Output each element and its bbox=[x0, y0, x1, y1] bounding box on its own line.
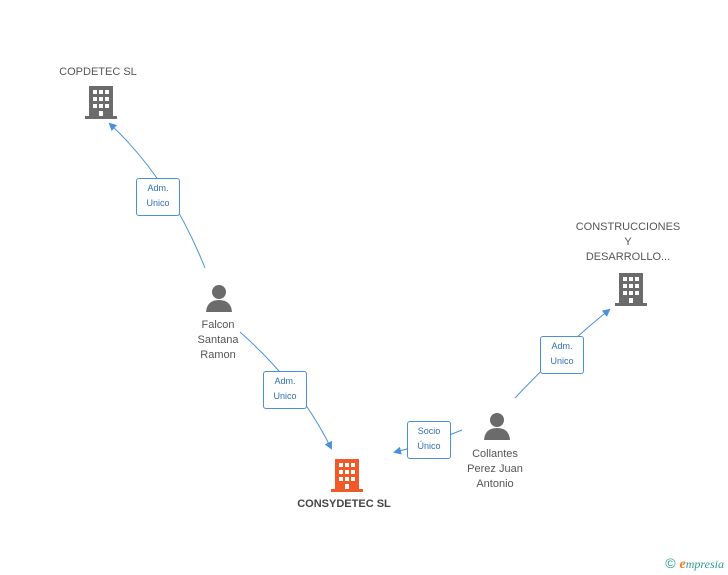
brand-name: mpresia bbox=[685, 557, 724, 571]
badge-line: Adm. bbox=[147, 183, 169, 193]
person-icon[interactable] bbox=[482, 411, 512, 441]
label-line: Antonio bbox=[476, 478, 514, 490]
badge-line: Adm. bbox=[274, 376, 296, 386]
node-label-consydetec[interactable]: CONSYDETEC SL bbox=[297, 498, 391, 510]
node-label-copdetec[interactable]: COPDETEC SL bbox=[59, 66, 137, 78]
label-line: Santana bbox=[197, 334, 239, 346]
label-line: CONSTRUCCIONES bbox=[575, 221, 681, 233]
badge-line: Único bbox=[417, 441, 441, 451]
node-label-collantes[interactable]: Collantes Perez Juan Antonio bbox=[450, 447, 540, 492]
badge-line: Adm. bbox=[551, 341, 573, 351]
node-label-construcciones[interactable]: CONSTRUCCIONES Y DESARROLLO... bbox=[568, 220, 688, 265]
node-label-falcon[interactable]: Falcon Santana Ramon bbox=[176, 318, 260, 363]
edge-badge-collantes-construcciones[interactable]: Adm. Unico bbox=[540, 336, 584, 374]
badge-line: Unico bbox=[550, 356, 574, 366]
label-line: DESARROLLO... bbox=[585, 251, 671, 263]
edge-badge-collantes-consydetec[interactable]: Socio Único bbox=[407, 421, 451, 459]
label-line: Ramon bbox=[200, 349, 236, 361]
badge-line: Socio bbox=[417, 426, 441, 436]
edge-badge-falcon-consydetec[interactable]: Adm. Unico bbox=[263, 371, 307, 409]
edge-badge-falcon-copdetec[interactable]: Adm. Unico bbox=[136, 178, 180, 216]
label-line: Perez Juan bbox=[467, 463, 523, 475]
brand-initial: e bbox=[679, 557, 686, 572]
label-line: Collantes bbox=[472, 448, 518, 460]
label-line: Falcon bbox=[201, 319, 235, 331]
building-icon[interactable] bbox=[85, 84, 117, 120]
building-icon[interactable] bbox=[615, 271, 647, 307]
main-building-icon[interactable] bbox=[331, 457, 363, 493]
person-icon[interactable] bbox=[204, 283, 234, 313]
badge-line: Unico bbox=[273, 391, 297, 401]
empresia-footer[interactable]: ©empresia bbox=[665, 555, 724, 573]
copyright-icon: © bbox=[665, 555, 676, 571]
badge-line: Unico bbox=[146, 198, 170, 208]
label-line: Y bbox=[624, 236, 632, 248]
